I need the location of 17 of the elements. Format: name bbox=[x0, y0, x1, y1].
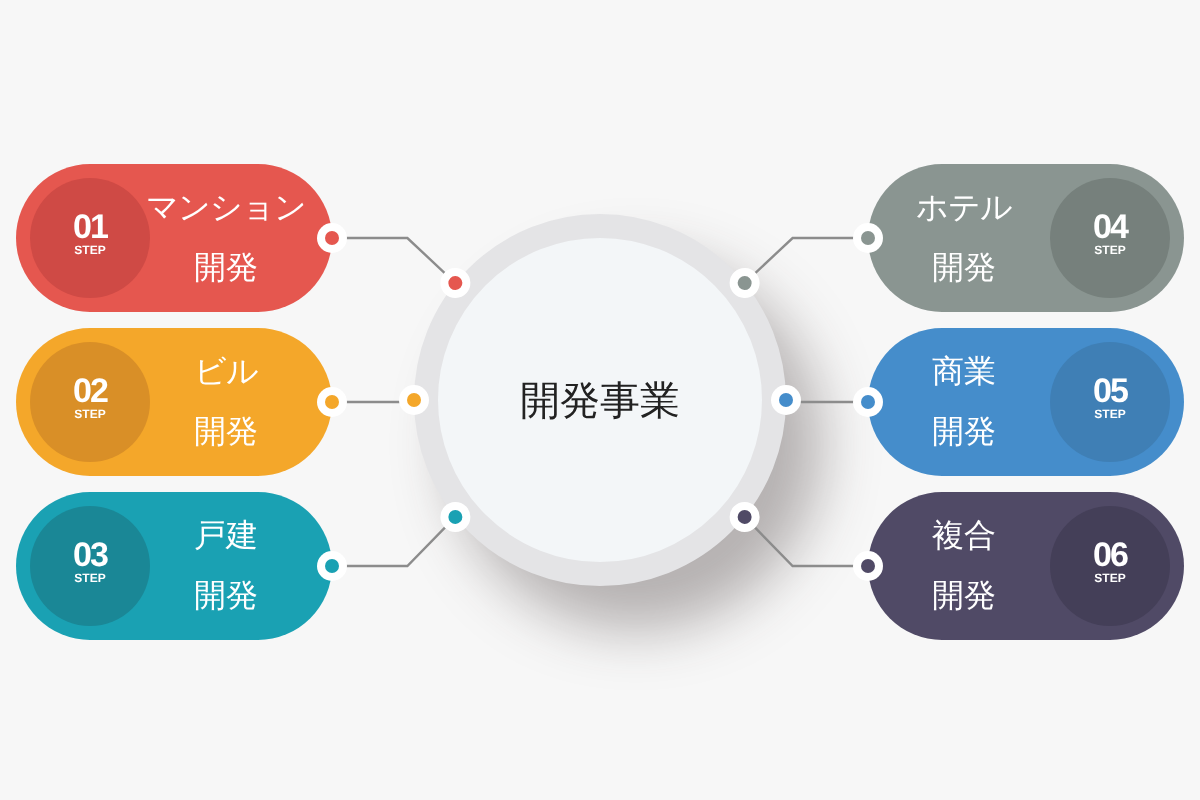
connector-line bbox=[729, 223, 883, 299]
pill-label: 開発 bbox=[930, 246, 998, 290]
connector-line bbox=[317, 501, 471, 581]
pill-label: 開発 bbox=[192, 574, 260, 618]
pill-label: ホテル bbox=[914, 186, 1014, 230]
pill-label: 開発 bbox=[192, 410, 260, 454]
pill-label: 開発 bbox=[192, 246, 260, 290]
connector-line bbox=[729, 501, 883, 581]
connector-line bbox=[317, 223, 471, 299]
pill-label: 戸建 bbox=[192, 514, 260, 558]
pill-label: 開発 bbox=[930, 410, 998, 454]
hub-circle: 開発事業 bbox=[414, 214, 786, 586]
pill-label: 開発 bbox=[930, 574, 998, 618]
pill-label: 商業 bbox=[930, 350, 998, 394]
pill-label: ビル bbox=[192, 350, 260, 394]
pill-label: マンション bbox=[146, 186, 306, 230]
pill-label: 複合 bbox=[930, 514, 998, 558]
